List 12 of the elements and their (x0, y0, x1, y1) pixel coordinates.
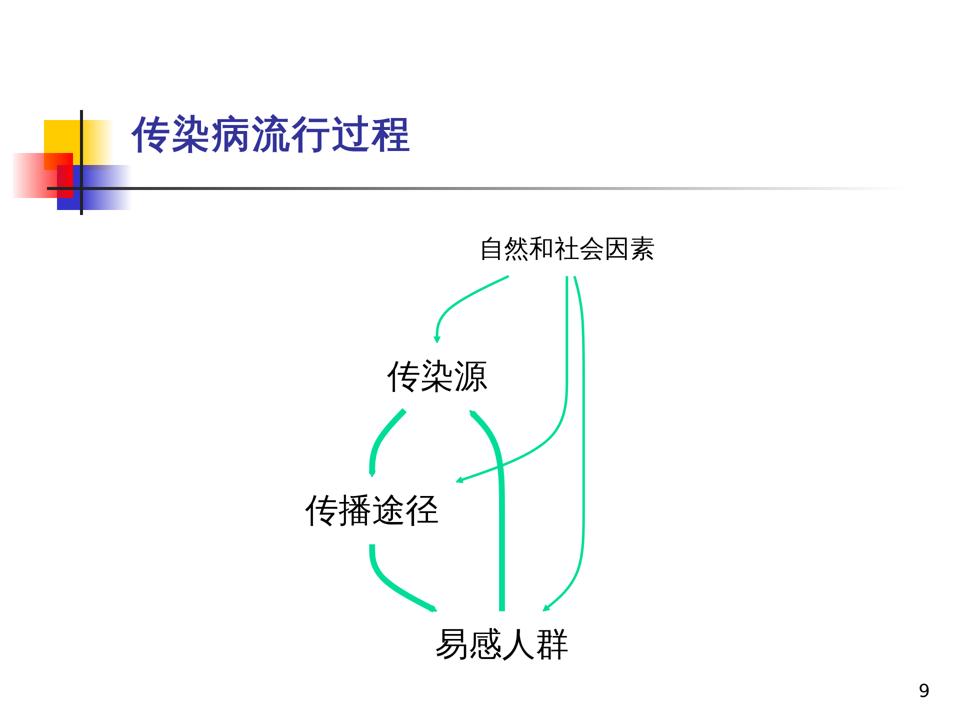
arrow (369, 544, 438, 612)
node-text: 易感人群 (434, 626, 570, 664)
node-text: 传播途径 (305, 491, 440, 530)
page-number: 9 (918, 681, 930, 702)
node-text: 自然和社会因素 (478, 234, 655, 264)
arrow (469, 410, 505, 612)
arrow (542, 276, 585, 612)
arrow (433, 275, 510, 344)
slide-title: 传染病流行过程 (132, 111, 412, 158)
arrow (368, 408, 407, 478)
arrow (456, 276, 568, 484)
node-text: 传染源 (386, 357, 488, 396)
